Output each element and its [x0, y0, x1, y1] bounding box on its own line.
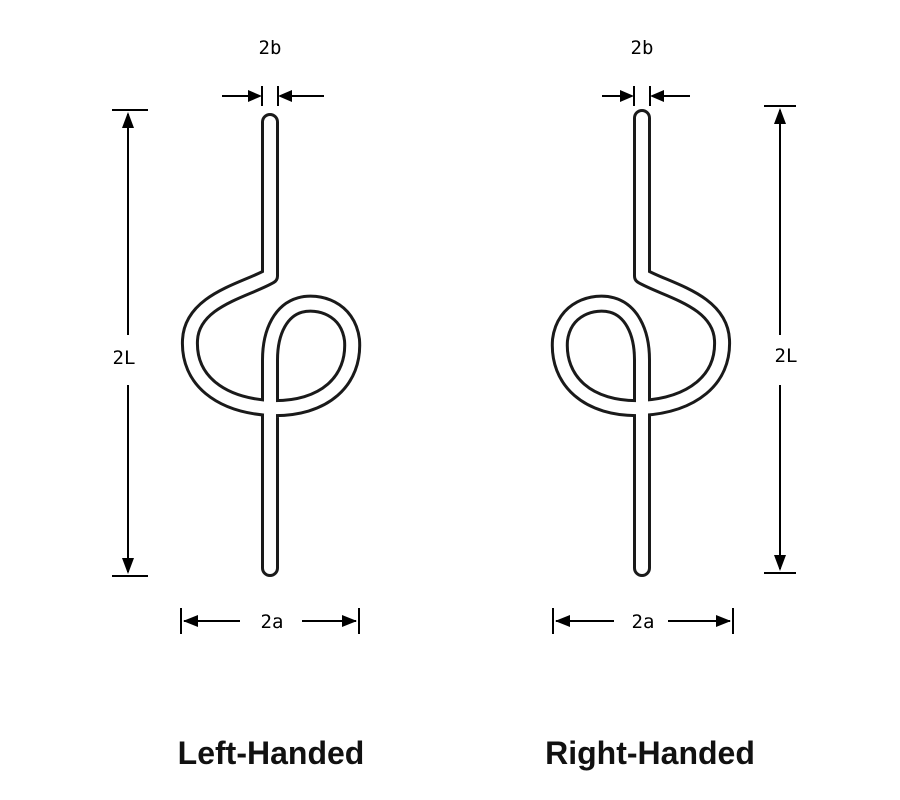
left-wire-diameter-label: 2b	[259, 37, 282, 59]
left-wire-shape	[180, 113, 362, 577]
left-width-label: 2a	[261, 611, 284, 633]
right-handed-figure: 2b 2L 2a	[550, 37, 798, 634]
left-length-label: 2L	[113, 347, 136, 369]
left-wire-diameter-dimension: 2b	[222, 37, 324, 106]
right-length-label: 2L	[775, 345, 798, 367]
right-length-dimension: 2L	[764, 105, 798, 574]
right-width-label: 2a	[632, 611, 655, 633]
right-wire-diameter-label: 2b	[631, 37, 654, 59]
left-width-dimension: 2a	[180, 608, 360, 634]
right-wire-diameter-dimension: 2b	[602, 37, 690, 106]
right-handed-caption: Right-Handed	[545, 735, 755, 771]
right-width-dimension: 2a	[552, 608, 734, 634]
right-wire-shape	[550, 109, 732, 577]
left-handed-caption: Left-Handed	[177, 735, 365, 771]
left-handed-figure: 2b 2L 2a	[112, 37, 362, 634]
left-length-dimension: 2L	[112, 109, 148, 577]
